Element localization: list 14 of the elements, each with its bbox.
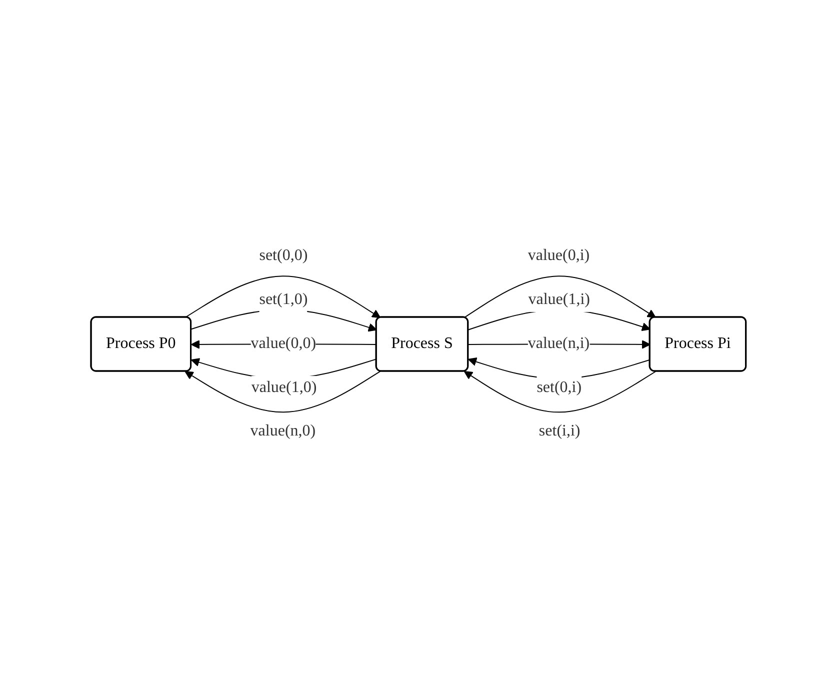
edge-label: set(0,0) <box>259 247 308 264</box>
edge-label: value(n,0) <box>250 422 316 440</box>
edge-label: value(n,i) <box>528 335 590 352</box>
edge-label: set(0,i) <box>536 379 582 396</box>
arrow <box>464 371 656 413</box>
edge-label: value(1,i) <box>528 291 590 308</box>
arrow <box>464 276 656 318</box>
edge-label: value(0,i) <box>528 247 590 264</box>
arrow <box>184 276 381 318</box>
edge-label: set(1,0) <box>259 291 308 308</box>
edge-label: set(i,i) <box>538 422 580 440</box>
edge-label: value(0,0) <box>250 335 316 352</box>
arrow <box>184 370 381 413</box>
edge-label: value(1,0) <box>251 378 317 396</box>
